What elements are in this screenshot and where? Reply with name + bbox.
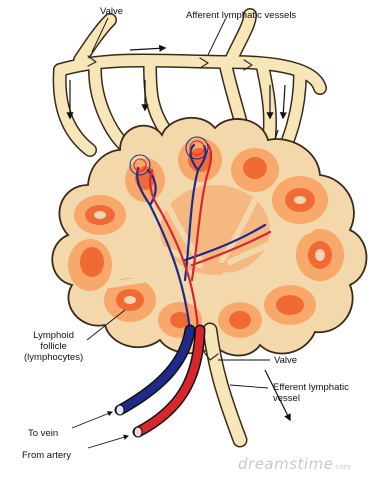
- label-efferent-vessel: Efferent lymphatic vessel: [273, 382, 349, 404]
- label-valve-top: Valve: [100, 6, 123, 17]
- artery-opening: [134, 427, 142, 437]
- label-to-vein: To vein: [28, 428, 58, 439]
- watermark-suffix: .com: [333, 463, 350, 471]
- label-lymphoid-follicle: Lymphoid follicle (lymphocytes): [24, 330, 83, 363]
- watermark: dreamstime.com: [238, 455, 351, 473]
- label-from-artery: From artery: [22, 450, 71, 461]
- label-valve-right: Valve: [274, 355, 297, 366]
- watermark-text: dreamstime: [238, 455, 333, 473]
- label-afferent-vessels: Afferent lymphatic vessels: [186, 10, 296, 21]
- vein-opening: [116, 405, 124, 415]
